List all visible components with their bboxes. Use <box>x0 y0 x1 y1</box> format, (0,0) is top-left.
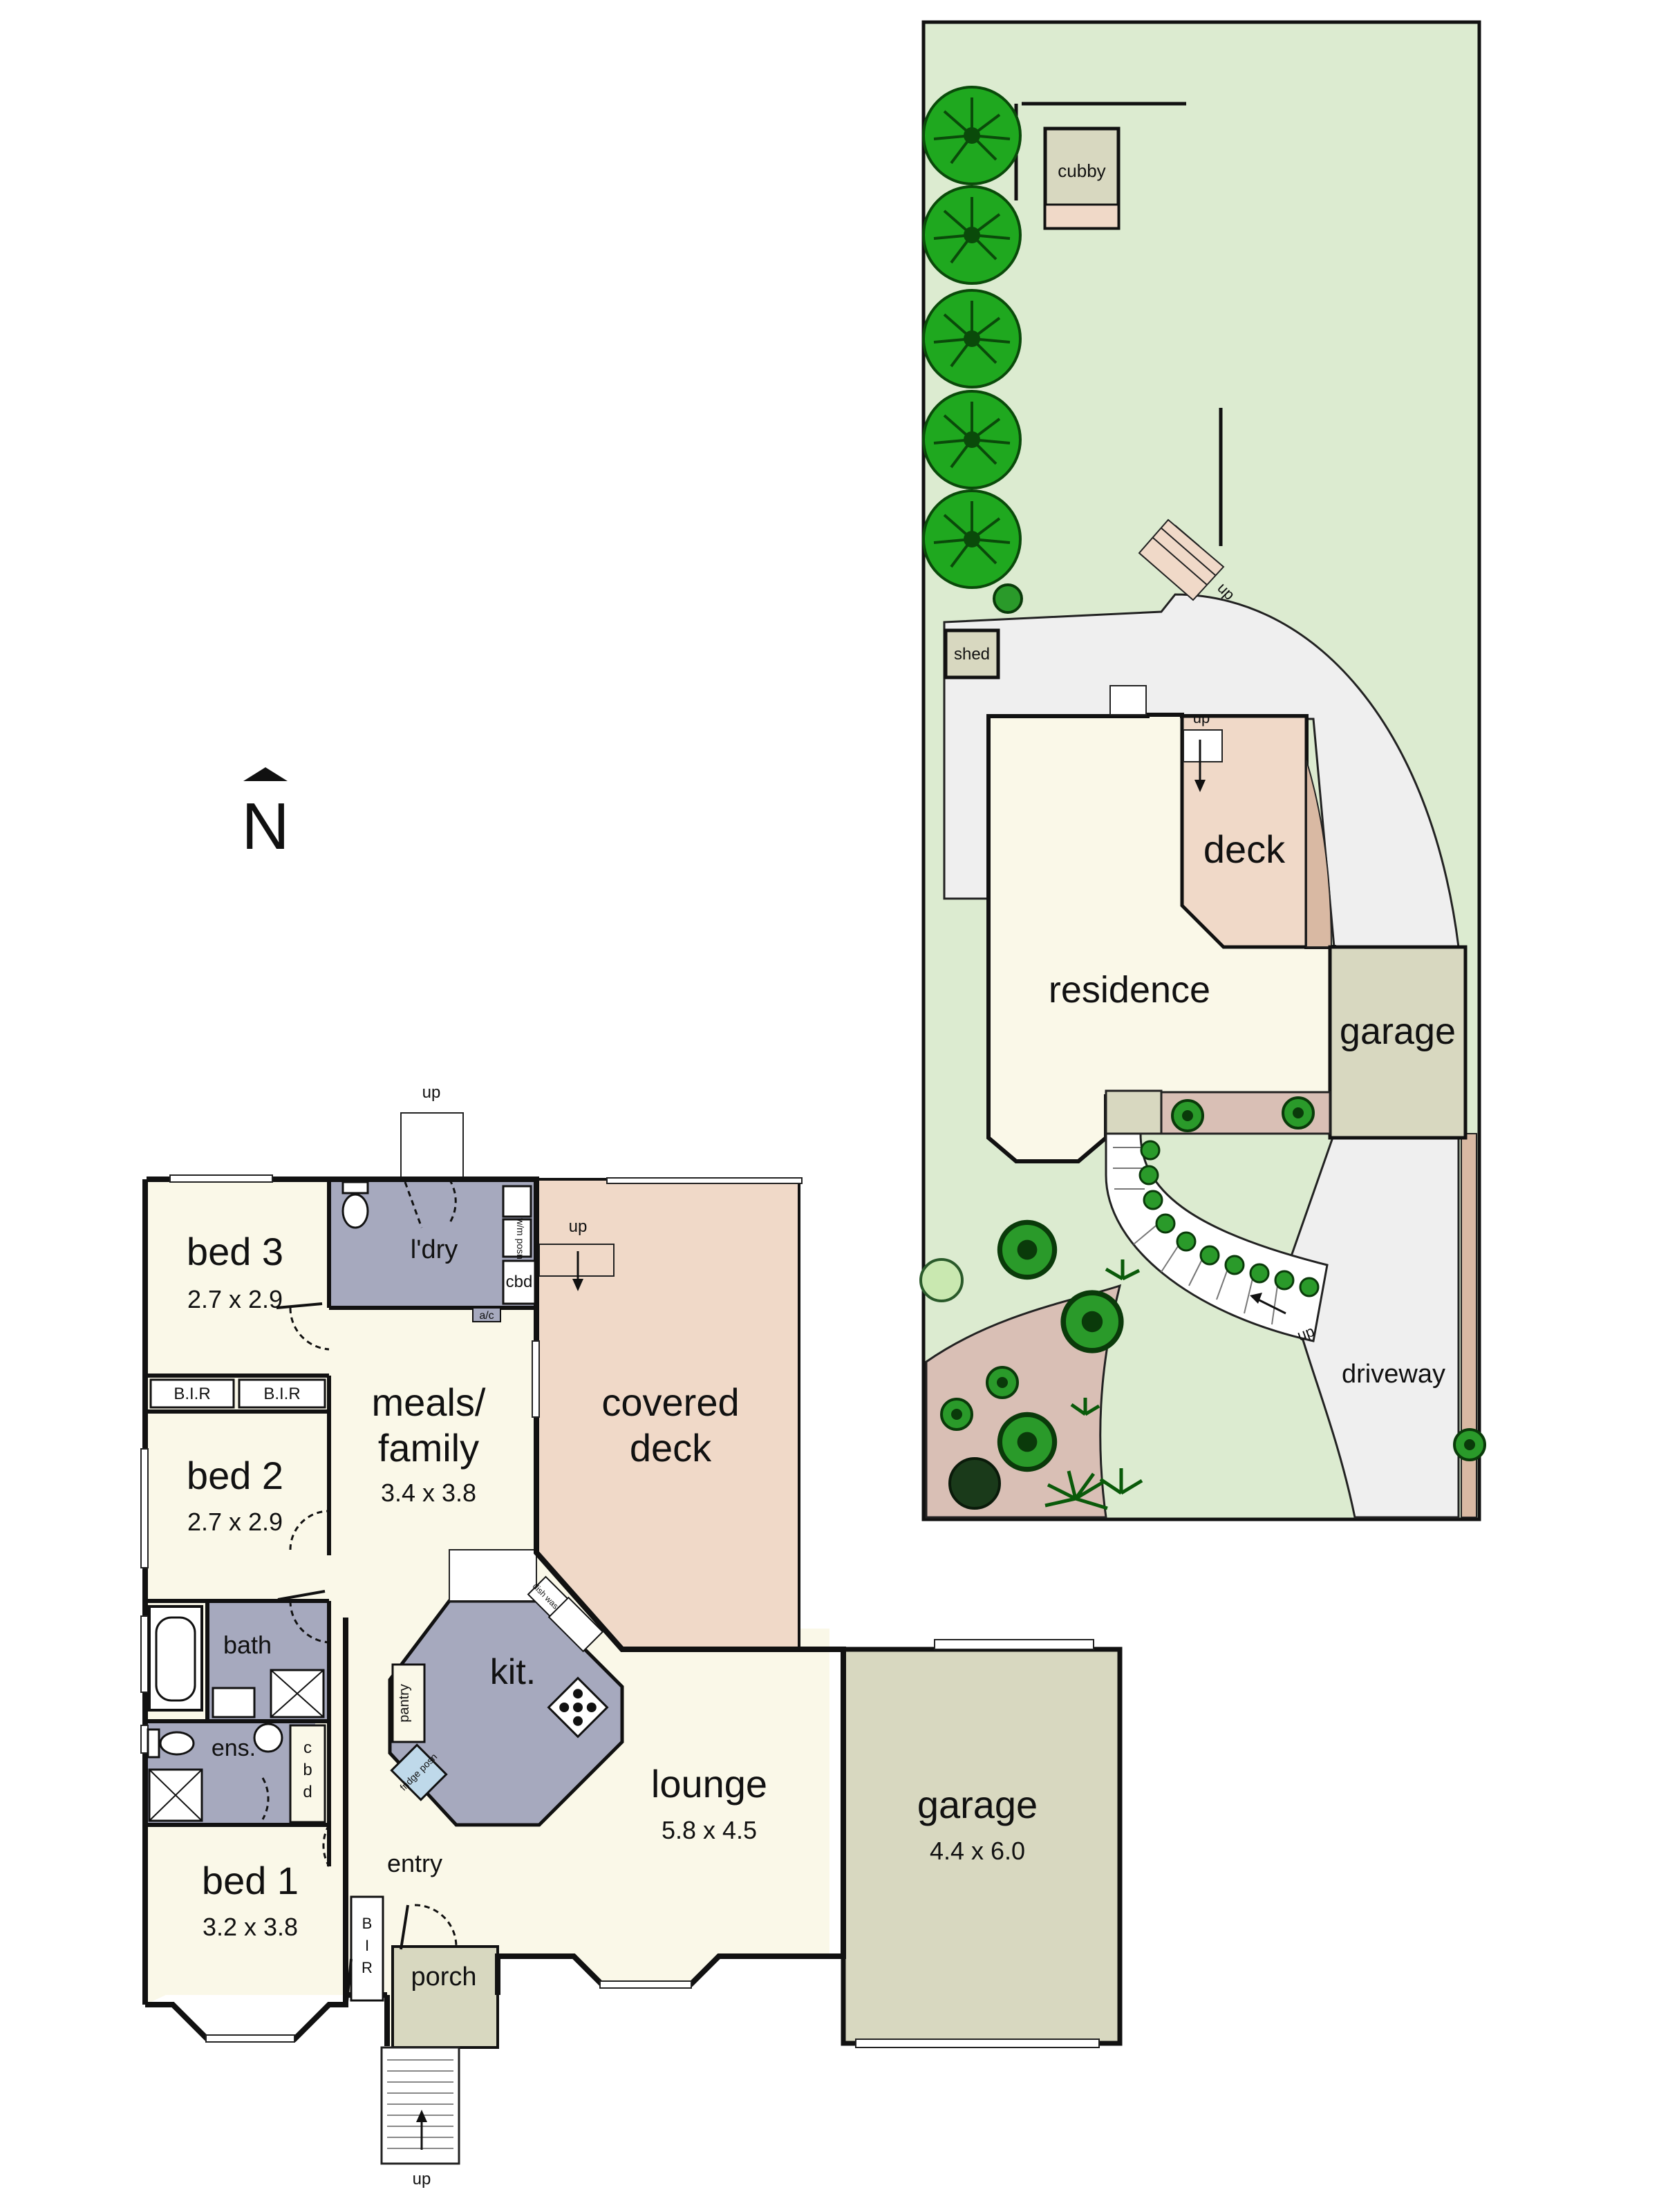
shrub-icon <box>993 583 1023 614</box>
shrub-icon <box>919 1258 964 1302</box>
basin-icon <box>212 1687 256 1718</box>
north-label: N <box>241 789 289 863</box>
shrub-icon <box>1453 1428 1486 1461</box>
porch-label: porch <box>411 1962 476 1991</box>
residence-label: residence <box>1049 969 1210 1011</box>
sink-icon <box>547 1596 604 1653</box>
garden-steps: up <box>1138 518 1238 603</box>
shed-label: shed <box>954 645 990 664</box>
cooktop-icon <box>547 1676 609 1738</box>
garage-room <box>841 1647 1123 2046</box>
house-floor-plan: up up up <box>140 1083 1123 2188</box>
shrub-icon <box>1000 1222 1054 1277</box>
shrub-icon <box>940 1398 973 1431</box>
tree-icon <box>922 185 1022 285</box>
bir-bed1-r: R <box>362 1959 373 1976</box>
lounge-size: 5.8 x 4.5 <box>662 1816 757 1844</box>
bir-bed3-label: B.I.R <box>174 1385 210 1403</box>
porch-steps: up <box>380 2046 460 2188</box>
site-garage-label: garage <box>1340 1011 1456 1052</box>
tree-icon <box>922 86 1022 185</box>
ac-label: a/c <box>479 1310 494 1322</box>
tree-icon <box>922 489 1022 589</box>
interior-walls <box>147 1179 536 2005</box>
shrub-icon <box>948 1457 1001 1510</box>
laundry-up-label: up <box>422 1083 441 1102</box>
site-plan: cubby shed up up deck residence <box>919 20 1486 1521</box>
covered-deck-label-1: covered <box>601 1380 739 1424</box>
cubby: cubby <box>1043 126 1121 230</box>
basin-icon <box>253 1723 283 1753</box>
toilet-icon <box>341 1181 369 1229</box>
north-compass: N <box>241 767 290 863</box>
meals-size: 3.4 x 3.8 <box>381 1479 476 1507</box>
laundry-steps: up <box>400 1083 464 1180</box>
wm-posn-label: w/m posn <box>515 1217 526 1259</box>
palm-icon <box>1044 1259 1143 1510</box>
bed2-label: bed 2 <box>187 1454 283 1497</box>
garage-size: 4.4 x 6.0 <box>930 1837 1025 1865</box>
bir-bed1-b: B <box>362 1915 373 1932</box>
cbd-hall-b: b <box>303 1761 312 1779</box>
bed1-size: 3.2 x 3.8 <box>203 1913 298 1941</box>
exterior-walls <box>142 1177 846 2046</box>
bed3-label: bed 3 <box>187 1230 283 1273</box>
shrub-icon <box>1282 1096 1315 1130</box>
covered-deck-label-2: deck <box>630 1426 712 1470</box>
meals-label-1: meals/ <box>372 1380 486 1424</box>
entry-label: entry <box>387 1849 442 1877</box>
pantry-label: pantry <box>397 1684 412 1723</box>
kitchen-label: kit. <box>490 1652 536 1692</box>
cubby-label: cubby <box>1058 160 1105 181</box>
bir-bed2-label: B.I.R <box>263 1385 300 1403</box>
deck-label: deck <box>1203 827 1286 871</box>
hedge-row <box>1138 1140 1320 1297</box>
porch-area <box>391 1945 499 2049</box>
cbd-hall-d: d <box>303 1783 312 1801</box>
porch-up-label: up <box>413 2170 431 2188</box>
residence-outline: up deck residence garage <box>986 685 1468 1163</box>
garage-label: garage <box>917 1783 1038 1826</box>
cbd-laundry-label: cbd <box>506 1273 533 1291</box>
shrub-icon <box>1063 1293 1121 1351</box>
tree-icon <box>922 390 1022 489</box>
bed2-size: 2.7 x 2.9 <box>187 1508 283 1536</box>
deck-up-label: up <box>1193 709 1210 727</box>
shed: shed <box>944 628 1000 679</box>
tree-icon <box>922 289 1022 388</box>
toilet-icon <box>147 1728 195 1759</box>
meals-label-2: family <box>378 1426 479 1470</box>
deck-steps-up-label: up <box>569 1217 588 1236</box>
bed3-size: 2.7 x 2.9 <box>187 1285 283 1313</box>
lounge-label: lounge <box>651 1762 767 1806</box>
laundry-label: l'dry <box>411 1235 458 1264</box>
ensuite-label: ens. <box>212 1735 256 1761</box>
door-swings <box>261 1307 458 1947</box>
driveway-label: driveway <box>1342 1360 1445 1389</box>
shrub-icon <box>986 1366 1019 1399</box>
bathtub-icon <box>148 1605 203 1712</box>
shrub-icon <box>1000 1414 1054 1469</box>
bir-bed1-i: I <box>365 1937 369 1954</box>
bed1-label: bed 1 <box>202 1859 299 1902</box>
shrub-icon <box>1171 1099 1204 1132</box>
bath-label: bath <box>223 1631 272 1659</box>
cbd-hall-c: c <box>303 1738 312 1757</box>
